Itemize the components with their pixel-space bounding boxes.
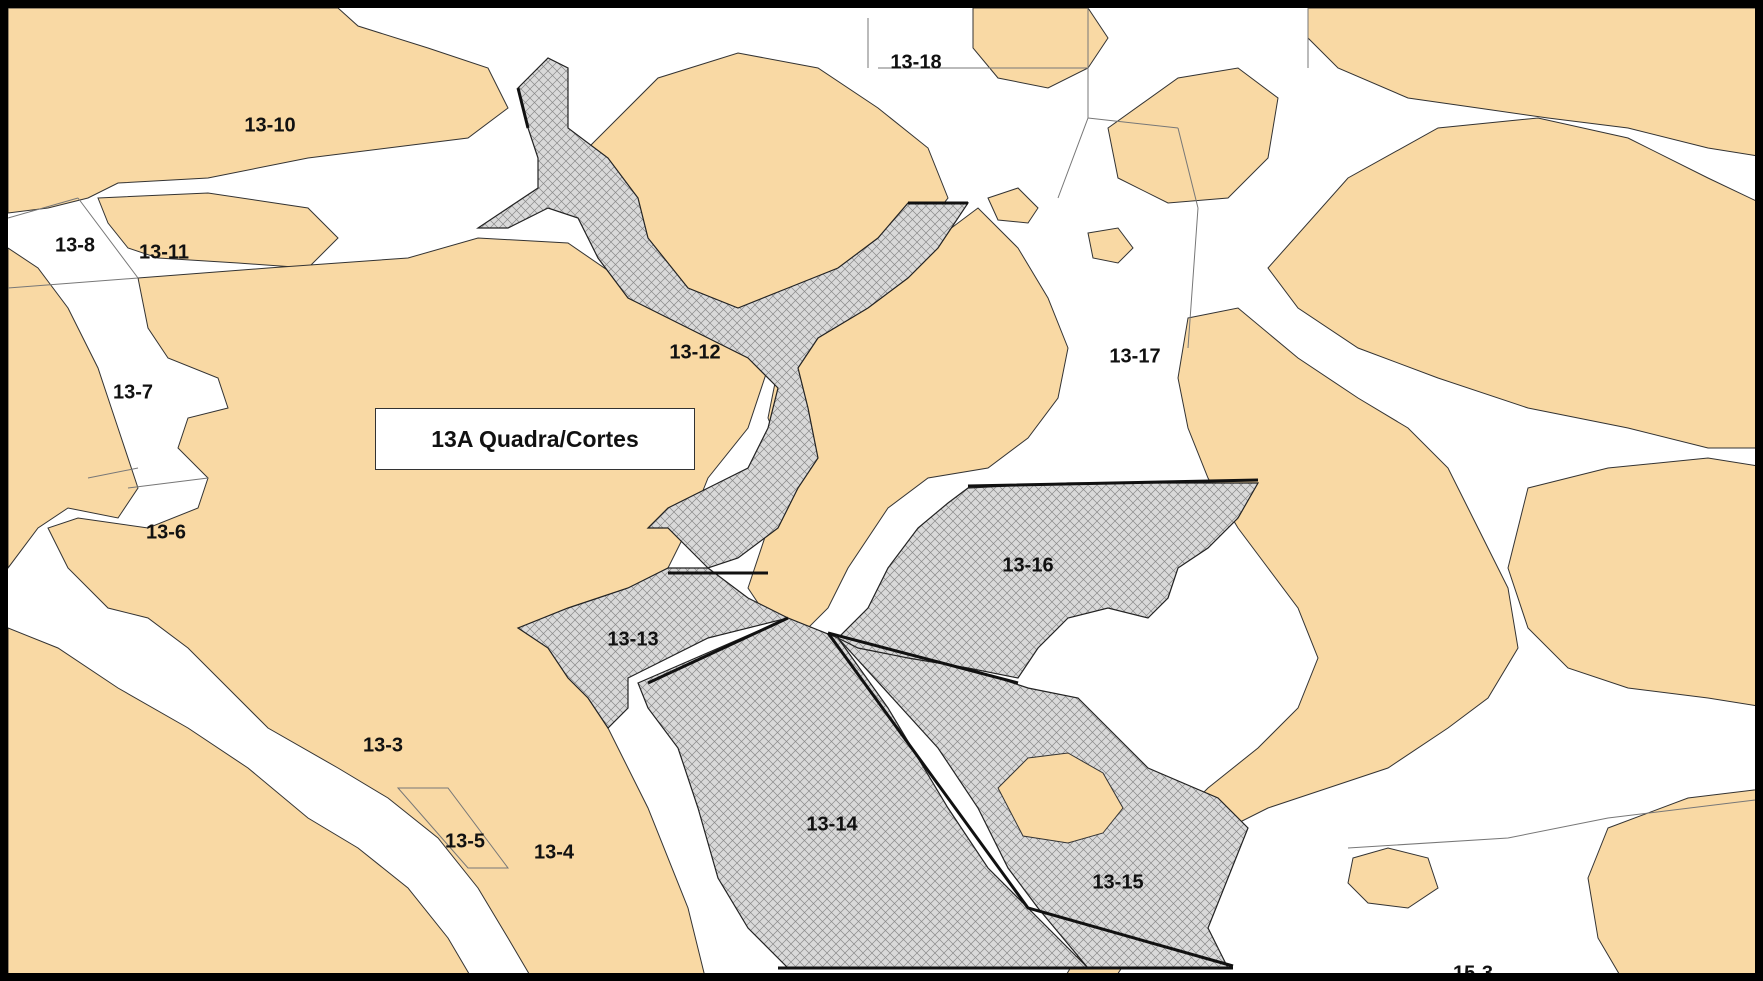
land-small-island-b: [987, 187, 1039, 224]
land-south-east: [1587, 789, 1755, 973]
bold-boundary-lines: [516, 87, 1259, 970]
area-label-13-18: 13-18: [890, 51, 942, 74]
area-label-13-8: 13-8: [54, 234, 96, 257]
hatched-area-13-14: [637, 617, 1090, 969]
map-title-box: 13A Quadra/Cortes: [375, 408, 695, 470]
area-label-13-16: 13-16: [1002, 554, 1054, 577]
land-west-coast: [8, 247, 139, 569]
land-small-island-a: [1347, 847, 1439, 909]
land-north-west: [8, 8, 509, 214]
map-title: 13A Quadra/Cortes: [431, 425, 639, 452]
land-east-middle: [1507, 457, 1755, 706]
land-cortes-north: [747, 207, 1069, 629]
area-label-13-10: 13-10: [244, 114, 296, 137]
area-label-13-15: 13-15: [1092, 871, 1144, 894]
land-north-east-island: [1107, 67, 1279, 204]
land-marina-island-top: [997, 752, 1124, 844]
land-north-east: [1307, 8, 1755, 156]
land-south-west: [8, 627, 470, 973]
area-label-13-5: 13-5: [444, 830, 486, 853]
boundary-lines: [8, 8, 1755, 869]
area-label-13-17: 13-17: [1109, 345, 1161, 368]
area-label-13-7: 13-7: [112, 381, 154, 404]
hatched-area-13-16: [836, 482, 1260, 679]
area-label-13-12: 13-12: [669, 341, 721, 364]
area-label-13-3: 13-3: [362, 734, 404, 757]
area-label-13-13: 13-13: [607, 628, 659, 651]
hatched-area-13-13: [516, 567, 790, 729]
area-label-13-11: 13-11: [138, 241, 190, 264]
hatched-area-13-12: [476, 57, 970, 569]
land-strip-north: [97, 192, 339, 269]
area-label-13-14: 13-14: [806, 813, 858, 836]
map-canvas: [8, 8, 1755, 973]
area-label-13-6: 13-6: [145, 521, 187, 544]
land-small-island-c: [1087, 227, 1134, 264]
area-label-15-3: 15-3: [1452, 962, 1494, 981]
area-label-13-4: 13-4: [533, 841, 575, 864]
land-east-large: [1267, 117, 1755, 449]
